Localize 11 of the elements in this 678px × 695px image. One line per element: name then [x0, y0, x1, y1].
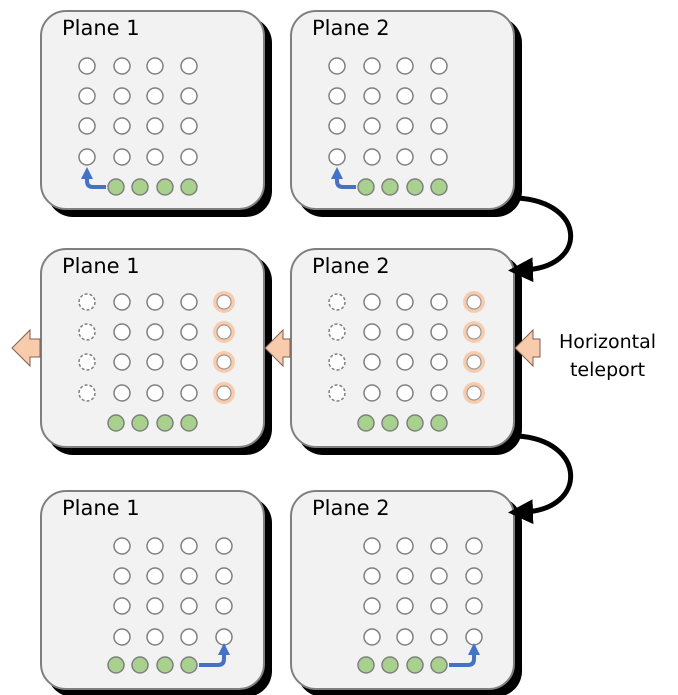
- panel-title: Plane 2: [312, 254, 390, 278]
- panel-title: Plane 2: [312, 16, 390, 40]
- panel-title: Plane 2: [312, 496, 390, 520]
- block-arrow: [264, 328, 290, 368]
- curved-arrow: [508, 196, 574, 282]
- panel-title: Plane 1: [62, 496, 140, 520]
- panel-title: Plane 1: [62, 254, 140, 278]
- block-arrow: [11, 328, 40, 368]
- panel-title: Plane 1: [62, 16, 140, 40]
- block-arrow: [514, 328, 540, 368]
- curved-arrow: [508, 434, 574, 524]
